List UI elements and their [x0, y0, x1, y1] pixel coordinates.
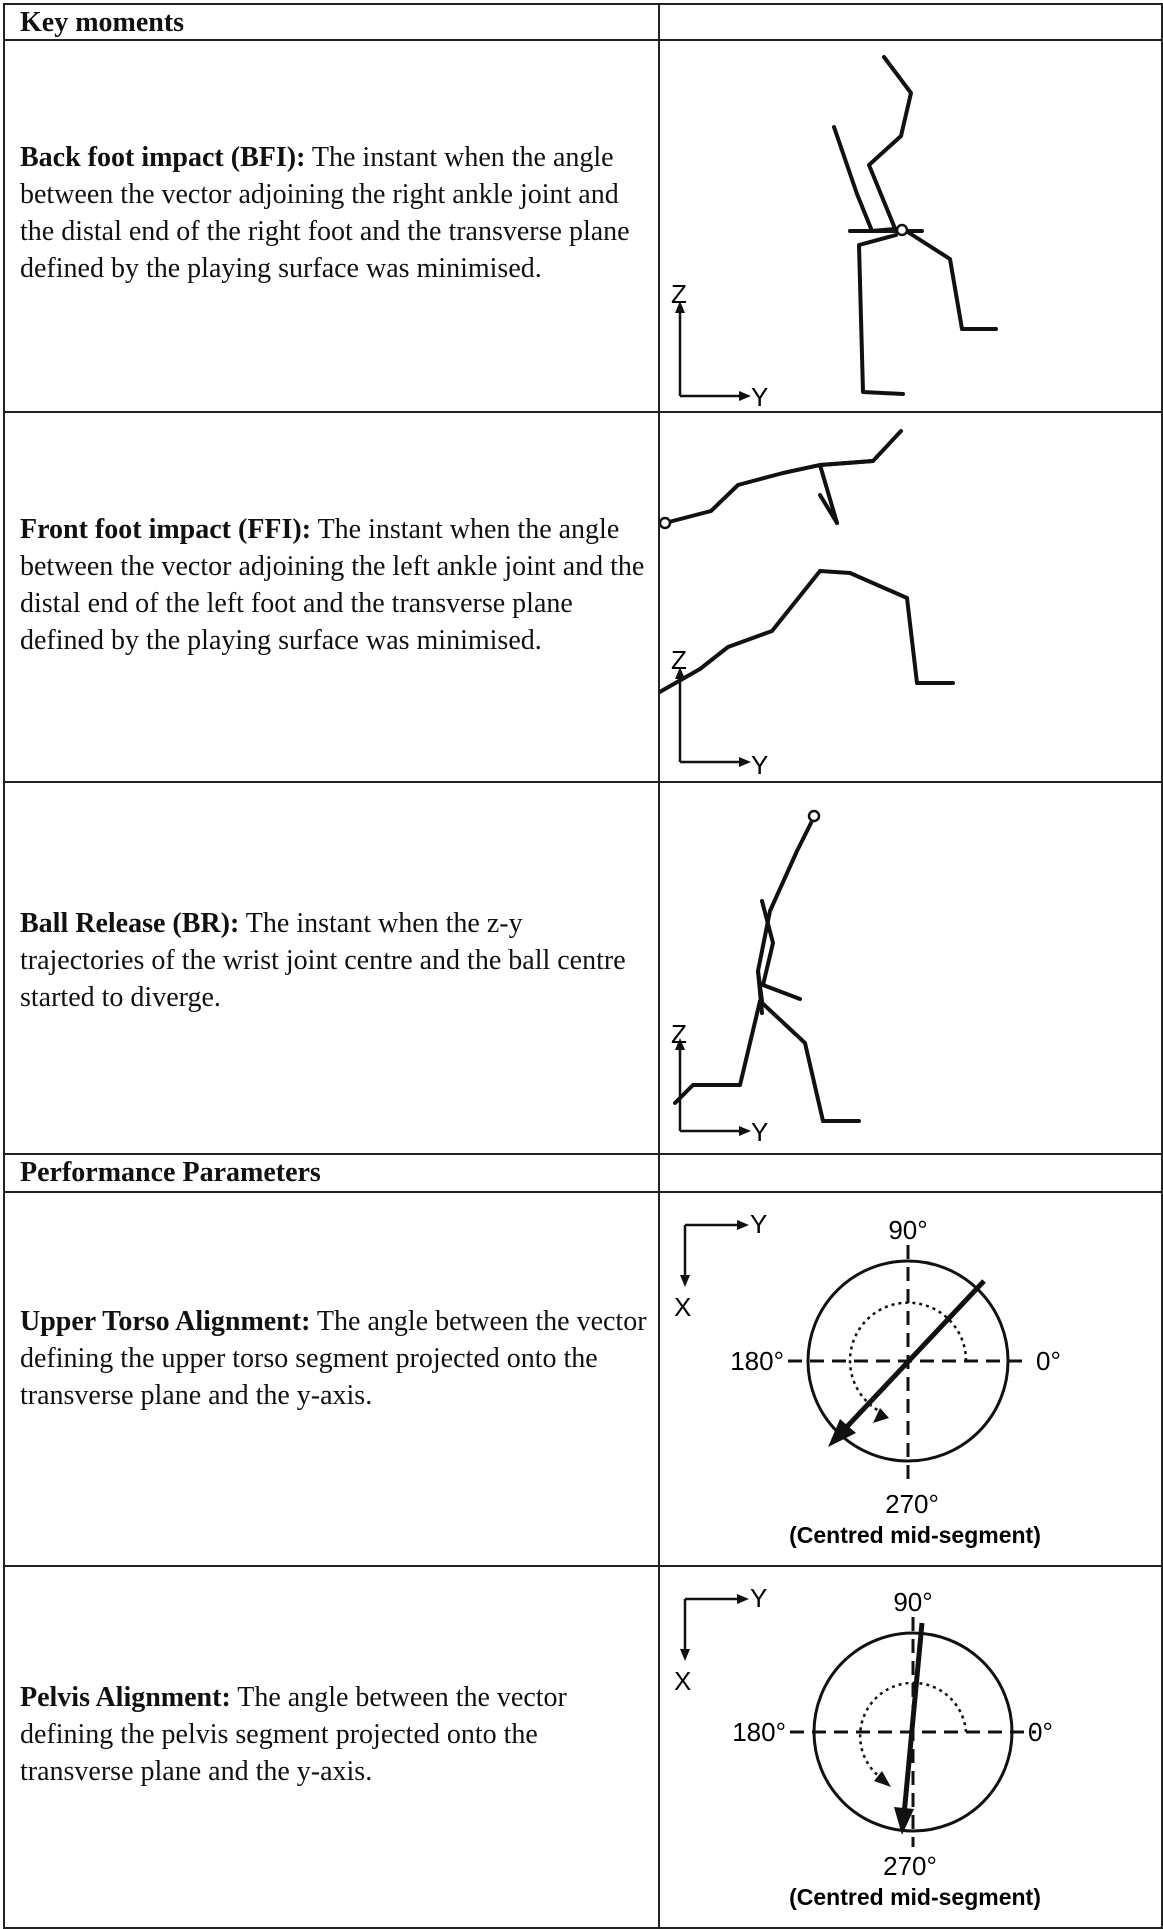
- back-foot-impact-figure: Z Y: [671, 55, 998, 411]
- stick-figure-front-arm: [760, 899, 802, 1001]
- section-header-row: Performance Parameters: [3, 1153, 1163, 1191]
- stick-figure-torso: [832, 125, 897, 233]
- stick-figure-hip: [818, 569, 852, 575]
- x-axis-label: X: [674, 1292, 691, 1322]
- angle-label-90: 90°: [888, 1215, 927, 1245]
- segment-vector-arrow-icon: [828, 1419, 856, 1447]
- column-divider: [658, 3, 660, 1929]
- z-axis-label: Z: [671, 645, 687, 675]
- stick-figure-back-leg: [848, 571, 955, 685]
- row-text: The instant when the angle between the v…: [20, 142, 630, 284]
- x-axis-label: X: [674, 1666, 691, 1696]
- angle-arc: [858, 1681, 968, 1779]
- angle-label-180: 180°: [732, 1717, 786, 1747]
- angle-label-270: 270°: [885, 1489, 939, 1519]
- z-axis-arrow-icon: [675, 301, 685, 313]
- row-description: Pelvis Alignment: The angle between the …: [20, 1679, 650, 1790]
- row-text: The angle between the vector defining th…: [20, 1682, 567, 1787]
- stick-figure-back-leg: [901, 227, 998, 331]
- y-axis-label: Y: [751, 750, 768, 780]
- row-text: The angle between the vector defining th…: [20, 1306, 647, 1411]
- segment-vector: [901, 1622, 925, 1816]
- y-axis-arrow-icon: [737, 1594, 749, 1604]
- definitions-table: Key moments Back foot impact (BFI): The …: [3, 3, 1163, 1929]
- angle-label-0: 0°: [1028, 1717, 1053, 1747]
- table-row: Front foot impact (FFI): The instant whe…: [3, 411, 1163, 781]
- row-text: The instant when the angle between the v…: [20, 514, 645, 656]
- arc-arrow-icon: [874, 1771, 891, 1787]
- z-axis-arrow-icon: [675, 667, 685, 679]
- ball-marker: [660, 516, 672, 530]
- angle-label-180: 180°: [730, 1346, 784, 1376]
- angle-label-0: 0°: [1036, 1346, 1061, 1376]
- section-header-row: Key moments: [3, 3, 1163, 39]
- y-axis-label: Y: [750, 1209, 767, 1239]
- ball-release-figure: Z Y: [671, 809, 861, 1147]
- z-axis-label: Z: [671, 279, 687, 309]
- row-term: Back foot impact (BFI):: [20, 142, 306, 173]
- stick-figure-bowling-arm: [663, 429, 903, 525]
- row-description: Upper Torso Alignment: The angle between…: [20, 1303, 650, 1414]
- z-axis-arrow-icon: [675, 1038, 685, 1050]
- ball-marker: [895, 223, 909, 237]
- stick-figure-back-leg: [758, 999, 861, 1123]
- row-term: Pelvis Alignment:: [20, 1682, 231, 1713]
- section-header-key-moments: Key moments: [20, 7, 185, 38]
- row-term: Upper Torso Alignment:: [20, 1306, 311, 1337]
- y-axis-arrow-icon: [739, 391, 751, 401]
- row-text: The instant when the z-y trajectories of…: [20, 908, 626, 1013]
- table-row: Ball Release (BR): The instant when the …: [3, 781, 1163, 1153]
- table-row: Upper Torso Alignment: The angle between…: [3, 1191, 1163, 1565]
- section-header-performance: Performance Parameters: [20, 1157, 321, 1188]
- y-axis-arrow-icon: [739, 757, 751, 767]
- diagram-caption: (Centred mid-segment): [789, 1884, 1041, 1910]
- angle-label-270: 270°: [883, 1851, 937, 1881]
- diagram-caption: (Centred mid-segment): [789, 1522, 1041, 1548]
- stick-figure-front-leg: [660, 569, 822, 695]
- y-axis-label: Y: [751, 1117, 768, 1147]
- stick-figure-torso: [756, 969, 764, 1003]
- row-description: Back foot impact (BFI): The instant when…: [20, 139, 650, 287]
- table-left-border: [3, 3, 5, 1929]
- segment-vector-arrow-icon: [894, 1807, 914, 1835]
- row-term: Front foot impact (FFI):: [20, 514, 312, 545]
- segment-vector: [839, 1279, 986, 1435]
- upper-torso-alignment-diagram: Y X 90° 180° 0° 270° (Centred mid-segmen…: [674, 1209, 1061, 1548]
- row-term: Ball Release (BR):: [20, 908, 240, 939]
- x-axis-arrow-icon: [680, 1275, 690, 1287]
- table-row: Pelvis Alignment: The angle between the …: [3, 1565, 1163, 1929]
- angle-arc: [848, 1301, 968, 1415]
- stick-figure-front-arm: [818, 459, 875, 467]
- row-description: Ball Release (BR): The instant when the …: [20, 905, 650, 1016]
- y-axis-label: Y: [750, 1583, 767, 1613]
- stick-figure-front-leg: [673, 999, 762, 1105]
- z-axis-label: Z: [671, 1019, 687, 1049]
- ball-marker: [807, 809, 821, 823]
- arc-arrow-icon: [873, 1408, 889, 1423]
- table-right-border: [1161, 3, 1163, 1929]
- pelvis-alignment-diagram: Y X 90° 180° 0° 270° (Centred mid-segmen…: [674, 1583, 1053, 1910]
- table-row: Back foot impact (BFI): The instant when…: [3, 39, 1163, 411]
- front-foot-impact-figure: Z Y: [660, 429, 955, 780]
- angle-label-90: 90°: [893, 1587, 932, 1617]
- x-axis-arrow-icon: [680, 1649, 690, 1661]
- stick-figure-arm: [867, 55, 913, 233]
- stick-figure-front-leg: [857, 233, 905, 396]
- y-axis-arrow-icon: [739, 1126, 751, 1136]
- y-axis-arrow-icon: [737, 1220, 749, 1230]
- row-description: Front foot impact (FFI): The instant whe…: [20, 511, 650, 659]
- stick-figure-torso: [818, 463, 839, 525]
- y-axis-label: Y: [751, 382, 768, 411]
